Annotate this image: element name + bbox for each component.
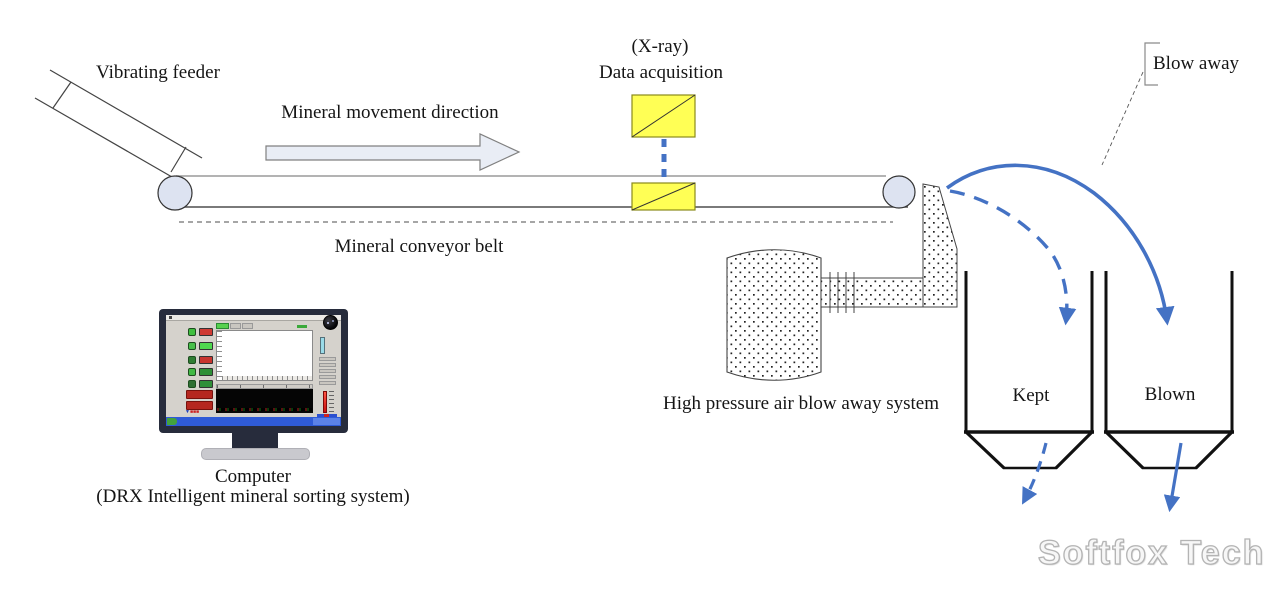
air-nozzle: [922, 183, 958, 308]
setting-field: [319, 369, 336, 373]
movement-direction-arrow: [265, 133, 521, 171]
air-pipe: [820, 272, 932, 313]
stop-button-2: [186, 401, 213, 410]
level-slider-cyan: [320, 337, 325, 354]
tab-active: [216, 323, 229, 329]
xray-emitter-box: [631, 94, 696, 138]
tab-inactive: [230, 323, 241, 329]
label-xray: (X-ray): [631, 36, 689, 57]
level-slider-red: [323, 391, 327, 413]
control-button-green-2: [199, 368, 213, 376]
computer-monitor: ▼■■■: [159, 309, 348, 433]
air-tank: [726, 249, 822, 381]
label-bin-blown: Blown: [1144, 384, 1196, 405]
spectrum-trace: [217, 408, 312, 411]
status-led-icon: [188, 356, 196, 364]
bin-blown-shape: [1104, 271, 1234, 470]
bin-kept-shape: [964, 271, 1094, 470]
chart-status-text: [297, 325, 307, 328]
os-taskbar: [166, 417, 341, 426]
setting-field: [319, 375, 336, 379]
control-button-red-2: [199, 356, 213, 364]
watermark: Softfox Tech: [1037, 533, 1266, 572]
label-high-pressure: High pressure air blow away system: [663, 393, 939, 414]
software-logo: ▼■■■: [185, 409, 200, 415]
kept-exit-arrow: [1022, 442, 1048, 505]
kept-trajectory: [949, 189, 1077, 326]
red-slider-scale: [329, 391, 334, 413]
belt-roller-left: [157, 175, 193, 211]
setting-field: [319, 381, 336, 385]
control-button-green-1: [199, 342, 213, 350]
tab-inactive: [242, 323, 253, 329]
chart-x-axis-ticks: [222, 376, 312, 380]
status-led-icon: [188, 380, 196, 388]
signal-chart: [216, 330, 313, 381]
control-button-green-3: [199, 380, 213, 388]
blown-exit-arrow: [1163, 442, 1183, 513]
xray-detector-box: [631, 182, 696, 211]
app-titlebar: [166, 315, 341, 321]
blow-away-callout: [1101, 42, 1160, 166]
label-blow-away: Blow away: [1153, 53, 1240, 74]
blown-trajectory: [945, 163, 1175, 326]
start-button-icon: [167, 418, 177, 425]
vibrating-feeder-shape: [34, 69, 203, 178]
label-conveyor-belt: Mineral conveyor belt: [334, 236, 504, 257]
monitor-stand-base: [201, 448, 310, 460]
status-led-icon: [188, 368, 196, 376]
label-bin-kept: Kept: [1012, 385, 1050, 406]
belt-roller-right: [882, 175, 916, 209]
monitor-stand-neck: [232, 431, 278, 450]
status-led-icon: [188, 342, 196, 350]
setting-field: [319, 363, 336, 367]
stop-button-1: [186, 390, 213, 399]
setting-field: [319, 357, 336, 361]
status-strip: [317, 414, 337, 417]
label-drx-system: (DRX Intelligent mineral sorting system): [96, 486, 410, 507]
conveyor-belt-shape: [157, 175, 916, 223]
app-window-icon: [169, 316, 172, 319]
label-vibrating-feeder: Vibrating feeder: [96, 62, 220, 83]
control-knob-icon: [323, 315, 338, 330]
system-tray: [313, 418, 340, 425]
monitor-screen: ▼■■■: [166, 315, 341, 426]
control-button-red-1: [199, 328, 213, 336]
chart-y-axis-ticks: [217, 331, 222, 380]
status-led-icon: [188, 328, 196, 336]
label-computer: Computer: [215, 466, 291, 487]
label-movement-direction: Mineral movement direction: [281, 102, 499, 123]
label-data-acquisition: Data acquisition: [599, 62, 723, 83]
spectrum-header: [216, 384, 313, 389]
